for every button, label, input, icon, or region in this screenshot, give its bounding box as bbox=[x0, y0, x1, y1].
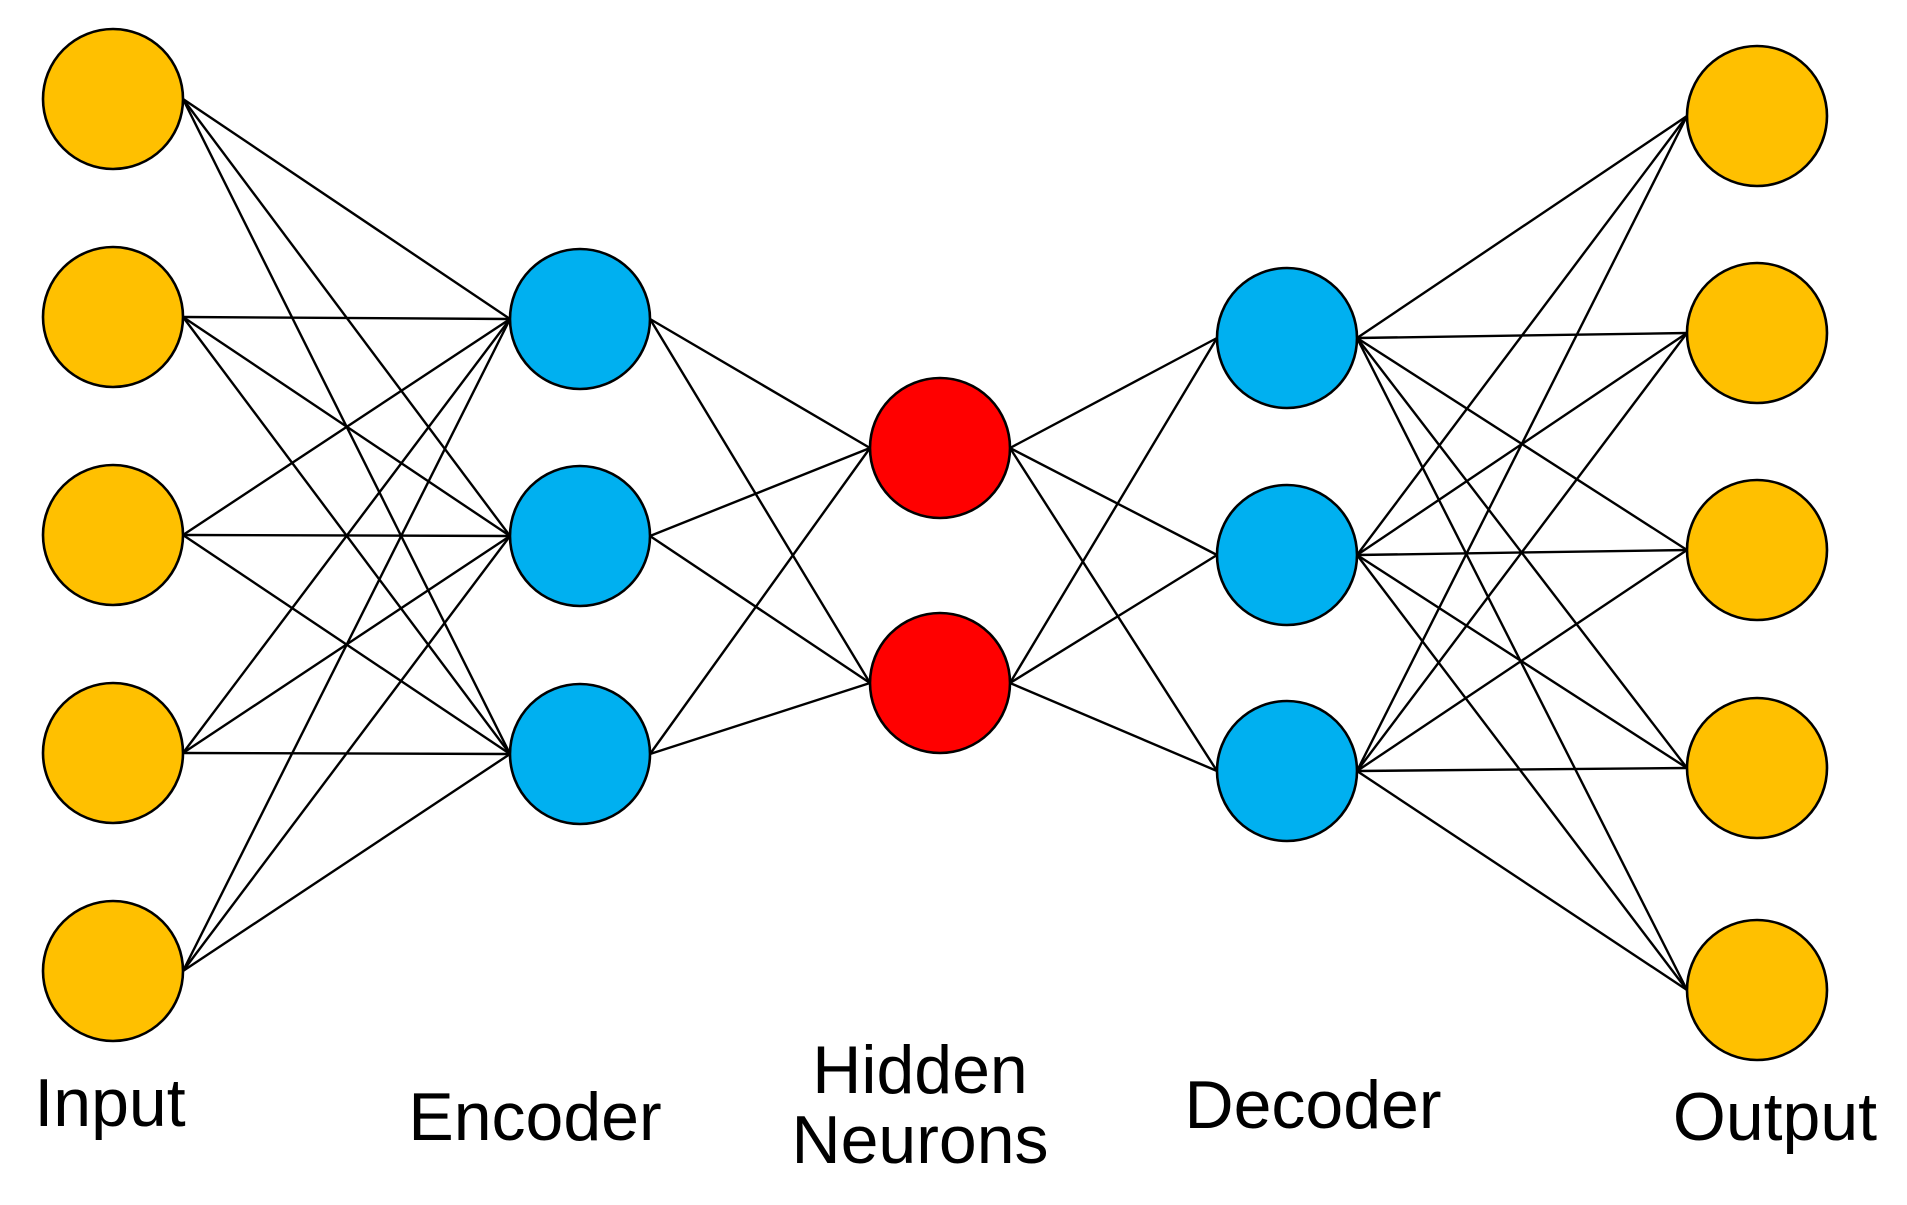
encoder-neuron-1 bbox=[508, 247, 652, 391]
hidden-label-line-1: Hidden bbox=[812, 1032, 1028, 1108]
edge-decoder-2-to-output-1 bbox=[1356, 115, 1688, 556]
encoder-layer-label: Encoder bbox=[408, 1079, 662, 1155]
edge-decoder-1-to-output-1 bbox=[1356, 115, 1688, 339]
decoder-neuron-1 bbox=[1215, 266, 1359, 410]
output-neuron-1 bbox=[1685, 44, 1829, 188]
decoder-layer-label: Decoder bbox=[1184, 1067, 1442, 1143]
edge-input-5-to-encoder-1 bbox=[181, 318, 512, 972]
output-neuron-2 bbox=[1685, 261, 1829, 405]
edge-encoder-1-to-hidden-1 bbox=[649, 317, 871, 450]
input-neuron-5 bbox=[41, 899, 185, 1043]
edge-hidden-1-to-decoder-2 bbox=[1009, 446, 1218, 557]
edge-decoder-3-to-output-2 bbox=[1356, 332, 1688, 772]
edge-input-3-to-encoder-1 bbox=[182, 317, 511, 537]
edge-input-5-to-encoder-2 bbox=[182, 535, 511, 972]
input-neuron-4 bbox=[41, 681, 185, 825]
edge-decoder-2-to-output-5 bbox=[1356, 554, 1688, 991]
edge-encoder-2-to-hidden-1 bbox=[649, 446, 871, 538]
edge-input-5-to-encoder-3 bbox=[182, 753, 511, 972]
hidden-neuron-2 bbox=[868, 611, 1012, 755]
edge-input-1-to-encoder-1 bbox=[182, 98, 511, 320]
input-layer-label: Input bbox=[34, 1065, 186, 1141]
edge-input-4-to-encoder-1 bbox=[182, 318, 511, 754]
encoder-neuron-3 bbox=[508, 682, 652, 826]
connections bbox=[181, 98, 1689, 991]
edge-decoder-1-to-output-5 bbox=[1355, 337, 1689, 991]
edge-encoder-3-to-hidden-1 bbox=[649, 447, 871, 755]
edge-hidden-2-to-decoder-3 bbox=[1009, 681, 1218, 773]
hidden-layer-label: Hidden Neurons bbox=[735, 1035, 1105, 1175]
edge-hidden-1-to-decoder-1 bbox=[1009, 336, 1218, 450]
output-neuron-5 bbox=[1685, 918, 1829, 1062]
edge-hidden-2-to-decoder-2 bbox=[1009, 553, 1218, 685]
neurons bbox=[41, 27, 1829, 1062]
input-neuron-2 bbox=[41, 245, 185, 389]
edge-hidden-1-to-decoder-3 bbox=[1008, 447, 1219, 772]
edge-hidden-2-to-decoder-1 bbox=[1008, 337, 1219, 684]
input-neuron-1 bbox=[41, 27, 185, 171]
edge-encoder-3-to-hidden-2 bbox=[649, 681, 871, 756]
hidden-neuron-1 bbox=[868, 376, 1012, 520]
decoder-neuron-2 bbox=[1215, 483, 1359, 627]
edge-decoder-3-to-output-3 bbox=[1356, 549, 1688, 772]
edge-input-2-to-encoder-1 bbox=[182, 315, 511, 321]
edge-encoder-2-to-hidden-2 bbox=[649, 535, 871, 684]
input-neuron-3 bbox=[41, 463, 185, 607]
edge-decoder-3-to-output-4 bbox=[1356, 766, 1688, 773]
encoder-neuron-2 bbox=[508, 464, 652, 608]
edge-encoder-1-to-hidden-2 bbox=[648, 318, 872, 684]
edge-decoder-3-to-output-5 bbox=[1356, 770, 1688, 991]
decoder-neuron-3 bbox=[1215, 699, 1359, 843]
edge-decoder-3-to-output-1 bbox=[1355, 115, 1689, 772]
output-neuron-4 bbox=[1685, 696, 1829, 840]
hidden-label-line-2: Neurons bbox=[791, 1102, 1049, 1178]
output-neuron-3 bbox=[1685, 478, 1829, 622]
output-layer-label: Output bbox=[1672, 1079, 1878, 1155]
